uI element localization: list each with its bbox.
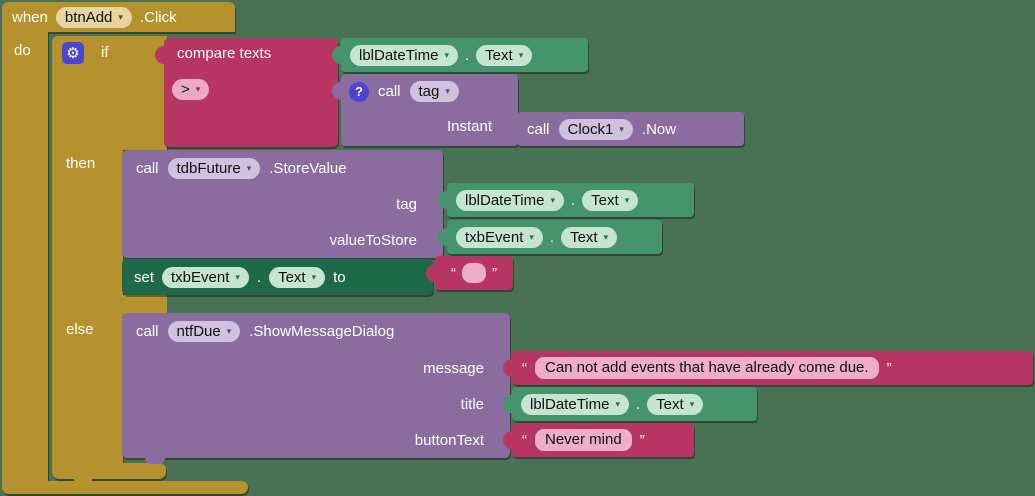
dropdown-arrow-icon: ▾ bbox=[246, 162, 252, 173]
string-text-field[interactable] bbox=[462, 263, 486, 283]
dropdown-arrow-icon: ▾ bbox=[624, 194, 630, 205]
else-label: else bbox=[66, 321, 94, 338]
then-label: then bbox=[66, 155, 96, 172]
method-name-label: .StoreValue bbox=[269, 159, 347, 177]
dropdown-arrow-icon: ▾ bbox=[615, 398, 620, 409]
do-label: do bbox=[14, 42, 31, 59]
buttontext-string-block[interactable]: “ Never mind ” bbox=[503, 423, 694, 457]
to-keyword: to bbox=[333, 268, 346, 286]
if-block-next-tab bbox=[74, 477, 92, 485]
call-ntfdue-showmessagedialog-block[interactable]: call ntfDue ▾ .ShowMessageDialog message… bbox=[122, 313, 510, 458]
set-keyword: set bbox=[134, 268, 155, 286]
dropdown-arrow-icon: ▾ bbox=[603, 231, 609, 242]
open-quote: “ bbox=[451, 264, 456, 282]
param-label-title: title bbox=[460, 395, 484, 413]
property-dropdown-text[interactable]: Text ▾ bbox=[476, 44, 533, 66]
method-name-label: .Now bbox=[641, 120, 677, 138]
when-block-left-spine[interactable] bbox=[2, 32, 48, 481]
getter-lbldatetime-text-block[interactable]: lblDateTime ▾ . Text ▾ bbox=[503, 387, 757, 421]
open-quote: “ bbox=[522, 359, 527, 377]
close-quote: ” bbox=[492, 264, 497, 282]
call-keyword: call bbox=[136, 323, 159, 340]
component-dropdown-txbevent[interactable]: txbEvent ▾ bbox=[456, 226, 543, 248]
property-dropdown-text[interactable]: Text ▾ bbox=[269, 266, 326, 288]
component-dropdown-btnadd[interactable]: btnAdd ▾ bbox=[55, 6, 132, 28]
dropdown-arrow-icon: ▾ bbox=[118, 11, 123, 22]
procedure-dropdown-tag[interactable]: tag ▾ bbox=[409, 81, 459, 102]
dropdown-arrow-icon: ▾ bbox=[518, 49, 524, 60]
close-quote: ” bbox=[886, 359, 892, 377]
property-dropdown-text[interactable]: Text ▾ bbox=[561, 226, 618, 248]
param-label-instant: Instant bbox=[446, 118, 492, 135]
call-tdbfuture-storevalue-block[interactable]: call tdbFuture ▾ .StoreValue tag valueTo… bbox=[122, 150, 443, 258]
property-dropdown-text[interactable]: Text ▾ bbox=[647, 393, 704, 415]
dropdown-arrow-icon: ▾ bbox=[444, 49, 449, 60]
event-name-label: .Click bbox=[139, 8, 177, 26]
property-dropdown-text[interactable]: Text ▾ bbox=[582, 189, 639, 211]
dropdown-arrow-icon: ▾ bbox=[445, 86, 450, 96]
dot-separator: . bbox=[465, 46, 470, 64]
param-label-buttontext: buttonText bbox=[414, 431, 484, 449]
dropdown-arrow-icon: ▾ bbox=[529, 231, 534, 242]
dot-separator: . bbox=[571, 191, 576, 209]
if-block-left-spine[interactable] bbox=[52, 150, 123, 466]
component-dropdown-lbldatetime[interactable]: lblDateTime ▾ bbox=[521, 393, 629, 415]
mutator-gear-icon[interactable]: ⚙ bbox=[62, 42, 84, 64]
when-block-bottom-bar[interactable] bbox=[2, 481, 248, 494]
compare-texts-block[interactable]: compare texts > ▾ bbox=[155, 38, 338, 147]
dropdown-arrow-icon: ▾ bbox=[235, 271, 240, 282]
dropdown-arrow-icon: ▾ bbox=[195, 84, 201, 94]
call-procedure-tag-block[interactable]: ? call tag ▾ Instant bbox=[332, 74, 518, 146]
comparison-operator-dropdown[interactable]: > ▾ bbox=[172, 79, 210, 100]
component-dropdown-clock1[interactable]: Clock1 ▾ bbox=[558, 118, 633, 140]
component-dropdown-lbldatetime[interactable]: lblDateTime ▾ bbox=[456, 189, 564, 211]
getter-lbldatetime-text-block[interactable]: lblDateTime ▾ . Text ▾ bbox=[438, 183, 694, 217]
when-keyword: when bbox=[12, 8, 48, 26]
dot-separator: . bbox=[256, 268, 262, 286]
call-clock1-now-block[interactable]: call Clock1 ▾ .Now bbox=[508, 112, 744, 146]
call-keyword: call bbox=[527, 120, 550, 138]
dot-separator: . bbox=[636, 395, 641, 413]
compare-texts-label: compare texts bbox=[177, 45, 272, 62]
dot-separator: . bbox=[549, 228, 555, 246]
message-string-block[interactable]: “ Can not add events that have already c… bbox=[503, 351, 1033, 385]
help-icon[interactable]: ? bbox=[349, 81, 369, 102]
param-label-tag: tag bbox=[396, 195, 417, 213]
dropdown-arrow-icon: ▾ bbox=[550, 194, 555, 205]
if-block-else-elbow[interactable] bbox=[123, 295, 167, 314]
dialog-block-next-tab bbox=[145, 456, 165, 464]
component-dropdown-lbldatetime[interactable]: lblDateTime ▾ bbox=[350, 44, 458, 66]
call-keyword: call bbox=[378, 83, 401, 100]
param-label-message: message bbox=[423, 359, 484, 377]
dropdown-arrow-icon: ▾ bbox=[619, 123, 624, 134]
string-text-field[interactable]: Can not add events that have already com… bbox=[535, 357, 879, 379]
when-event-block-header[interactable]: when btnAdd ▾ .Click bbox=[2, 2, 235, 32]
if-block-bottom-bar[interactable] bbox=[52, 463, 166, 479]
component-dropdown-ntfdue[interactable]: ntfDue ▾ bbox=[167, 321, 241, 342]
param-label-valuetostore: valueToStore bbox=[329, 231, 417, 249]
call-keyword: call bbox=[136, 159, 159, 177]
dropdown-arrow-icon: ▾ bbox=[689, 398, 695, 409]
empty-string-block[interactable]: “ ” bbox=[426, 256, 513, 290]
method-name-label: .ShowMessageDialog bbox=[249, 323, 395, 340]
string-text-field[interactable]: Never mind bbox=[535, 429, 632, 451]
dropdown-arrow-icon: ▾ bbox=[226, 326, 232, 336]
close-quote: ” bbox=[639, 431, 645, 449]
open-quote: “ bbox=[522, 431, 527, 449]
component-dropdown-txbevent[interactable]: txbEvent ▾ bbox=[162, 266, 249, 288]
getter-lbldatetime-text-block[interactable]: lblDateTime ▾ . Text ▾ bbox=[332, 38, 588, 72]
component-dropdown-tdbfuture[interactable]: tdbFuture ▾ bbox=[167, 157, 261, 179]
set-txbevent-text-block[interactable]: set txbEvent ▾ . Text ▾ to bbox=[122, 259, 433, 295]
if-label: if bbox=[101, 44, 109, 61]
getter-txbevent-text-block[interactable]: txbEvent ▾ . Text ▾ bbox=[438, 220, 662, 254]
dropdown-arrow-icon: ▾ bbox=[311, 271, 317, 282]
